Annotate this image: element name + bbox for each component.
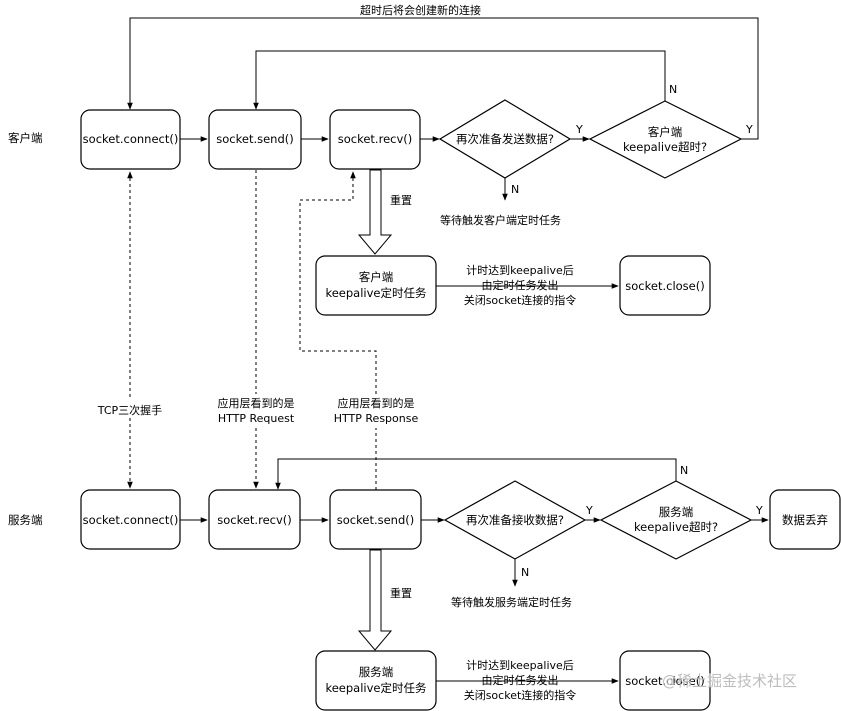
svg-text:keepalive定时任务: keepalive定时任务 [325,681,427,695]
client-timeout-no-edge [253,50,666,110]
timeout-new-connection-edge [127,17,759,140]
http-response-label-line2: HTTP Response [334,412,419,425]
server-close-node: socket.close() [619,650,711,711]
server-reset-hollow-arrow [357,549,393,651]
client-timer-desc-line2: 由定时任务发出 [482,278,559,292]
server-keepalive-timer-node: 服务端 keepalive定时任务 [315,650,437,711]
svg-text:socket.close(): socket.close() [625,674,704,688]
server-reset-label: 重置 [390,586,412,600]
svg-text:服务端: 服务端 [359,665,394,679]
svg-text:再次准备接收数据?: 再次准备接收数据? [466,513,564,527]
server-timeout-no-edge [275,458,677,490]
http-response-edge [299,171,377,490]
svg-text:客户端: 客户端 [359,270,394,284]
server-ready-yes-label: Y [585,504,593,517]
server-timer-desc-line2: 由定时任务发出 [482,673,559,687]
server-recv-node: socket.recv() [208,489,301,550]
server-timeout-no-label: N [680,464,688,477]
http-response-label-line1: 应用层看到的是 [338,396,415,410]
client-side-label: 客户端 [8,131,43,145]
server-ready-no-label: N [521,566,529,579]
client-ready-no-label: N [511,183,519,196]
client-timer-desc-line3: 关闭socket连接的指令 [464,293,577,307]
svg-text:客户端: 客户端 [648,125,683,139]
server-keepalive-timeout-decision: 服务端 keepalive超时? [599,480,753,560]
tcp-handshake-label: TCP三次握手 [97,403,162,417]
server-timeout-yes-label: Y [755,504,763,517]
svg-text:再次准备发送数据?: 再次准备发送数据? [456,132,554,146]
http-request-label-line1: 应用层看到的是 [218,396,295,410]
svg-text:keepalive超时?: keepalive超时? [623,140,707,154]
svg-text:keepalive定时任务: keepalive定时任务 [325,286,427,300]
tcp-handshake-label-bg [90,400,172,418]
client-keepalive-timer-node: 客户端 keepalive定时任务 [315,255,437,316]
svg-text:socket.connect(): socket.connect() [83,513,179,527]
http-request-label-bg [208,394,304,428]
client-connect-node: socket.connect() [80,109,181,170]
client-wait-timer-label: 等待触发客户端定时任务 [440,213,561,227]
svg-text:数据丢弃: 数据丢弃 [782,513,828,527]
timeout-new-connection-label: 超时后将会创建新的连接 [360,3,481,17]
server-wait-timer-label: 等待触发服务端定时任务 [451,595,572,609]
client-keepalive-timeout-decision: 客户端 keepalive超时? [588,100,743,179]
server-side-label: 服务端 [8,513,43,527]
server-drop-data-node: 数据丢弃 [769,489,841,550]
svg-text:服务端: 服务端 [659,505,694,519]
client-ready-send-decision: 再次准备发送数据? [438,99,572,179]
http-request-label-line2: HTTP Request [218,412,295,425]
svg-text:socket.recv(): socket.recv() [338,132,413,146]
client-timeout-yes-label: Y [745,123,753,136]
svg-text:socket.send(): socket.send() [337,513,414,527]
client-timeout-no-label: N [669,83,677,96]
svg-text:keepalive超时?: keepalive超时? [634,520,718,534]
svg-text:socket.recv(): socket.recv() [217,513,292,527]
watermark: @稀土掘金技术社区 [662,672,797,690]
client-reset-label: 重置 [390,193,412,207]
server-timer-desc-line1: 计时达到keepalive后 [466,659,574,672]
client-ready-yes-label: Y [575,123,583,136]
svg-text:socket.close(): socket.close() [625,279,704,293]
server-send-node: socket.send() [329,489,422,550]
server-connect-node: socket.connect() [80,489,181,550]
client-recv-node: socket.recv() [329,109,421,170]
svg-text:socket.send(): socket.send() [216,132,293,146]
server-timer-desc-line3: 关闭socket连接的指令 [464,688,577,702]
server-ready-recv-decision: 再次准备接收数据? [443,480,587,560]
client-close-node: socket.close() [619,255,711,316]
http-response-label-bg [328,394,424,428]
client-reset-hollow-arrow [357,169,393,255]
client-timer-desc-line1: 计时达到keepalive后 [466,264,574,277]
svg-text:socket.connect(): socket.connect() [83,132,179,146]
client-send-node: socket.send() [208,109,302,170]
